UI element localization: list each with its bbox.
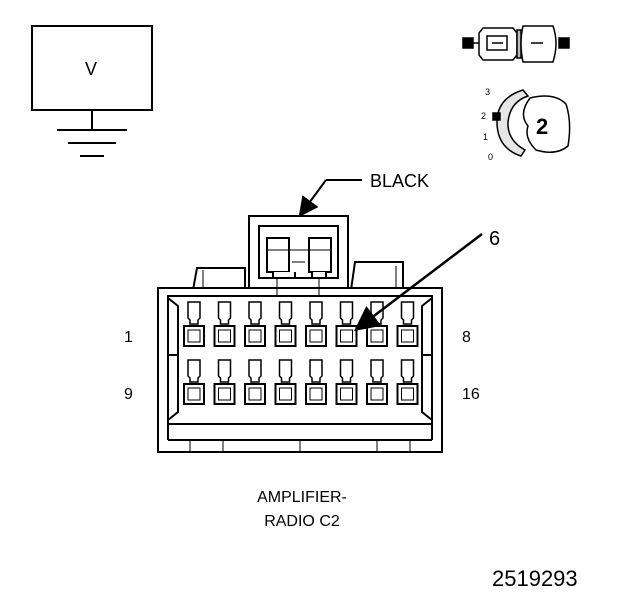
terminal-cavity-1 [183, 301, 205, 347]
probe-connector-icon [462, 25, 570, 63]
terminal-cavity-8 [396, 301, 419, 347]
connector-title-line2: RADIO C2 [264, 513, 340, 530]
dial-scale-1: 1 [483, 132, 489, 142]
terminal-cavity-4 [274, 301, 297, 347]
pin-label-9: 9 [124, 386, 133, 403]
terminal-cavity-14 [335, 359, 358, 405]
position-dial-icon [492, 89, 571, 157]
figure-number: 2519293 [492, 566, 578, 591]
dial-position-number: 2 [536, 114, 549, 139]
connector-title-line1: AMPLIFIER- [257, 489, 347, 506]
terminal-cavity-15 [366, 359, 388, 405]
pin-label-1: 1 [124, 329, 133, 346]
connector-color-label: BLACK [370, 171, 430, 191]
pin-6-leader-arrow [354, 233, 483, 332]
terminal-cavity-16 [396, 359, 419, 405]
terminal-cavity-9 [183, 359, 205, 405]
voltmeter-label: V [85, 59, 98, 79]
pin-label-8: 8 [462, 329, 471, 346]
terminal-cavity-2 [213, 301, 236, 347]
terminal-cavity-11 [244, 359, 266, 405]
dial-scale-2: 2 [481, 111, 487, 121]
pin-label-16: 16 [462, 386, 480, 403]
dial-scale-3: 3 [485, 87, 491, 97]
voltmeter-symbol [31, 25, 153, 157]
black-callout-arrow [298, 179, 362, 218]
terminal-cavity-5 [305, 301, 327, 347]
dial-scale-0: 0 [488, 152, 494, 162]
callout-6-label: 6 [489, 228, 501, 250]
terminal-cavity-6 [335, 301, 358, 347]
terminal-cavity-13 [305, 359, 327, 405]
terminal-cavity-3 [244, 301, 266, 347]
terminal-cavity-12 [274, 359, 297, 405]
terminal-cavity-10 [213, 359, 236, 405]
